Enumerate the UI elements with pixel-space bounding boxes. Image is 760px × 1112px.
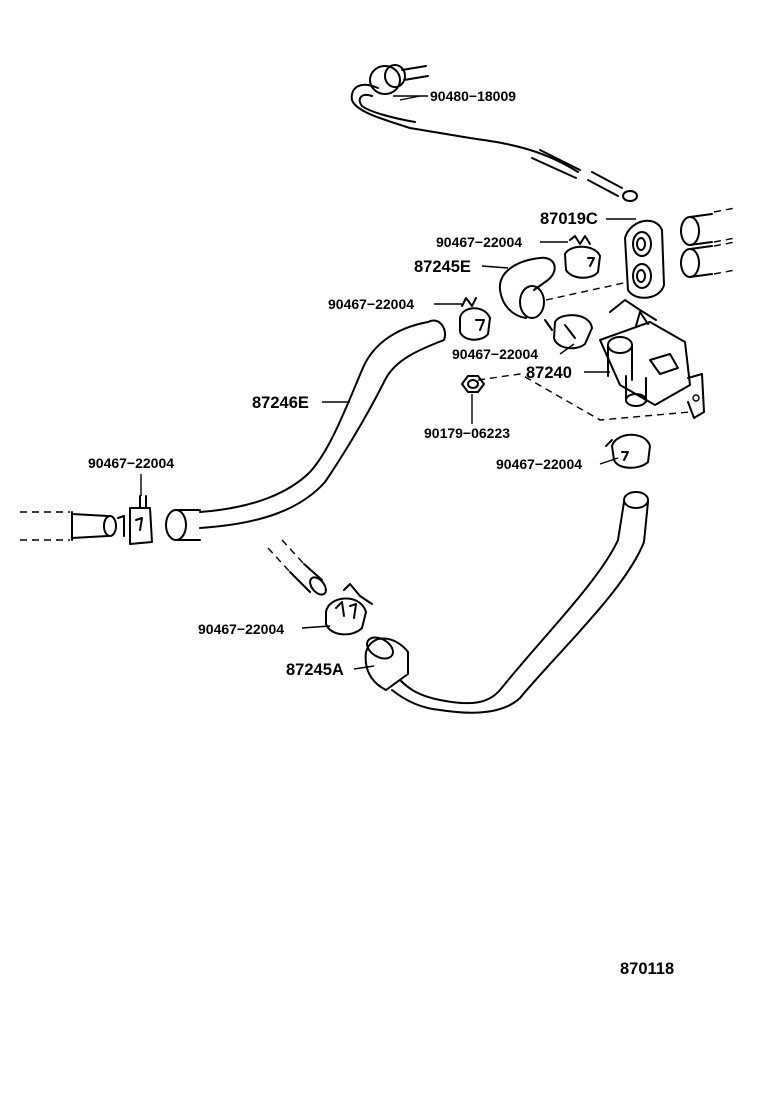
label-90467-22004-mid: 90467−22004	[452, 346, 538, 362]
label-87019C: 87019C	[540, 210, 598, 228]
label-90467-22004-left: 90467−22004	[328, 296, 414, 312]
cable-90480-18009	[350, 64, 638, 202]
label-90179-06223: 90179−06223	[424, 425, 510, 441]
label-87240: 87240	[526, 364, 572, 382]
dashed-leader-valve	[477, 373, 691, 421]
pipe-end-left	[20, 511, 117, 541]
label-90467-22004-far-left: 90467−22004	[88, 455, 174, 471]
figure-number: 870118	[620, 960, 674, 978]
leader-lines	[140, 95, 636, 670]
label-90480-18009: 90480−18009	[430, 88, 516, 104]
clip-left-far	[117, 495, 153, 545]
valve-87240	[599, 299, 705, 419]
grommet-87019C	[624, 219, 665, 299]
clip-upper	[564, 235, 601, 279]
label-90467-22004-right: 90467−22004	[496, 456, 582, 472]
clip-lower-mid	[325, 583, 373, 636]
label-87246E: 87246E	[252, 394, 309, 412]
nut-90179-06223	[461, 375, 485, 393]
label-90467-22004-upper: 90467−22004	[436, 234, 522, 250]
label-87245E: 87245E	[414, 258, 471, 276]
hose-87245E	[498, 256, 629, 319]
hose-87245A	[364, 491, 649, 714]
clip-left	[459, 297, 491, 341]
pipe-stub-middle	[267, 539, 327, 596]
pipe-stubs-right	[680, 207, 736, 278]
clip-right-lower	[605, 433, 651, 469]
label-87245A: 87245A	[286, 661, 344, 679]
hose-87246E	[165, 319, 446, 541]
label-90467-22004-lower: 90467−22004	[198, 621, 284, 637]
clip-mid	[544, 314, 593, 350]
